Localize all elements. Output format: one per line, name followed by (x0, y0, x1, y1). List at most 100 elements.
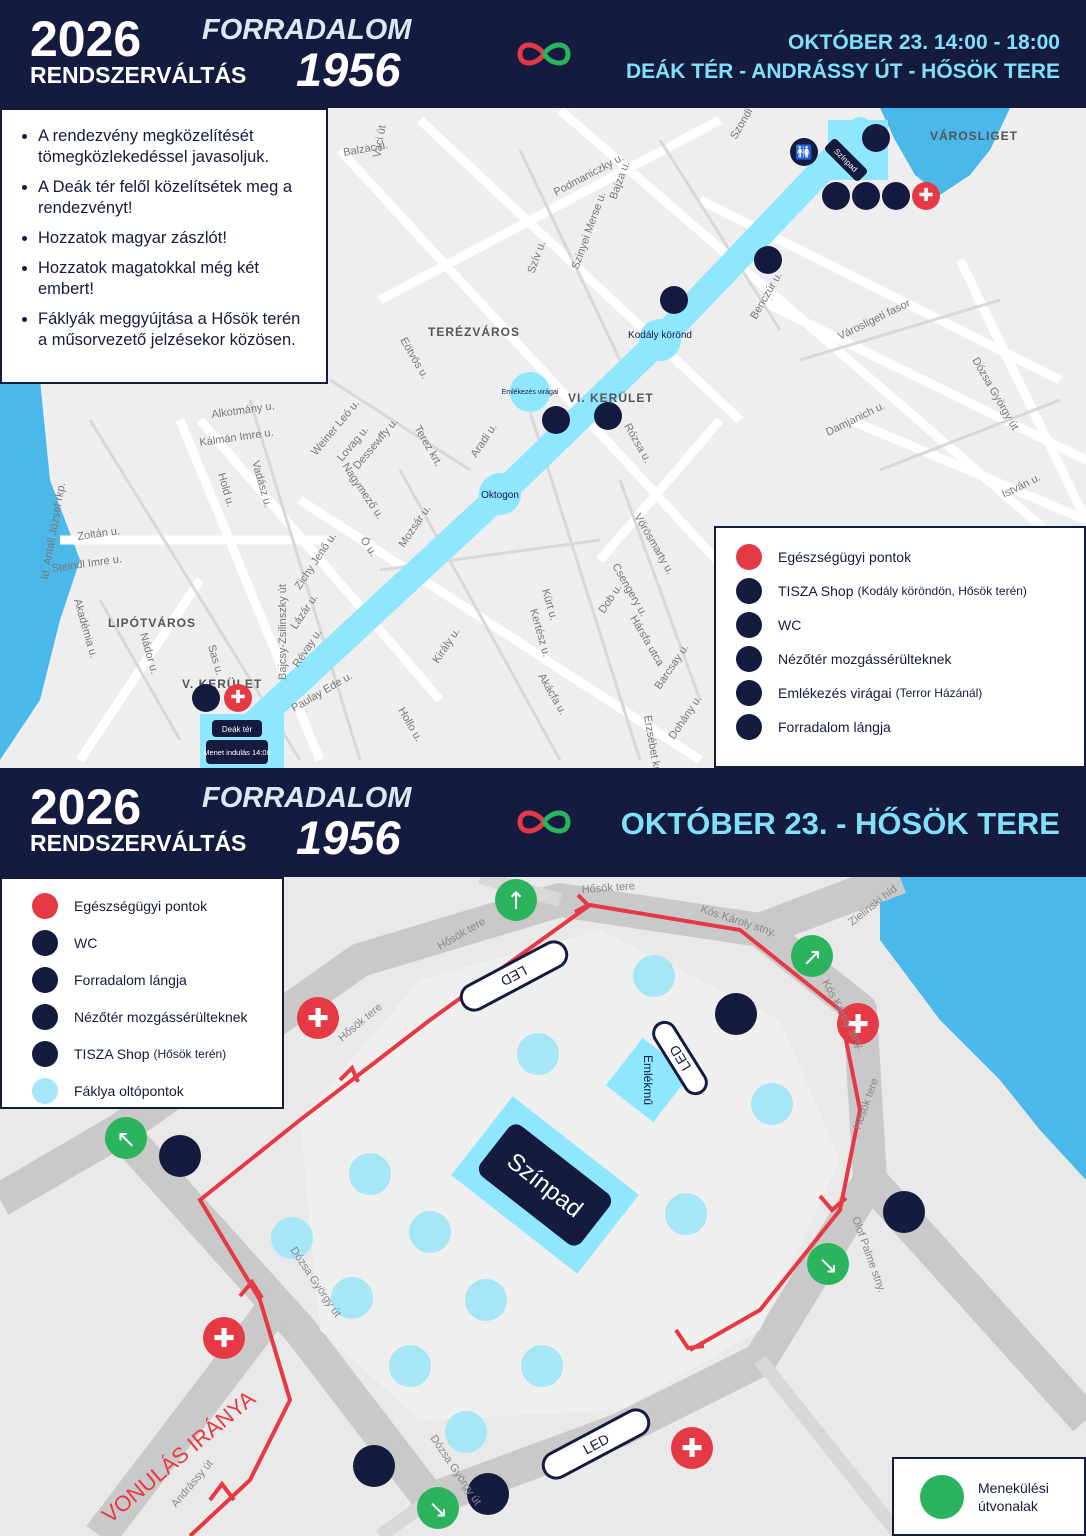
district-terezvaros: TERÉZVÁROS (428, 324, 520, 339)
wc-icon (718, 528, 762, 638)
kodaly-korond-circle (639, 319, 681, 361)
street-akademia: Akadémia u. (71, 598, 99, 660)
medical-icon (912, 182, 940, 210)
svg-text:Emlékmű: Emlékmű (641, 1055, 655, 1105)
shop-cart-icon (353, 1445, 395, 1487)
top-map-svg: VÁROSLIGET TERÉZVÁROS LIPÓTVÁROS VI. KER… (0, 108, 1086, 768)
water-drop-icon (465, 1279, 507, 1321)
water-drop-icon (521, 1345, 563, 1387)
escape-legend: Menekülési útvonalak (892, 1457, 1086, 1536)
info-notes: A rendezvény megközelítését tömegközleke… (0, 108, 328, 384)
legend-row: Emlékezés virágai(Terror Házánál) (717, 529, 1064, 710)
note-item: A rendezvény megközelítését tömegközleke… (38, 126, 308, 168)
shop-cart-icon (660, 286, 688, 314)
district-vi: VI. KERÜLET (568, 390, 654, 405)
torch-extinguish-points (271, 955, 793, 1453)
district-v: V. KERÜLET (182, 676, 262, 691)
medical-icon (837, 1003, 879, 1045)
top-date: OKTÓBER 23. 14:00 - 18:00 (788, 31, 1060, 54)
svg-text:✚: ✚ (918, 185, 933, 206)
water-drop-icon (349, 1153, 391, 1195)
escape-label: Menekülési útvonalak (978, 1479, 1049, 1514)
wheelchair-icon (467, 1473, 509, 1515)
header-subtitle: RENDSZERVÁLTÁS (30, 62, 247, 88)
wheelchair-icon (717, 528, 762, 672)
led-screen: LED (541, 1408, 651, 1480)
medical-icon (671, 1427, 713, 1469)
bottom-map: Színpad Emlékmű LED LED LED (0, 877, 1086, 1536)
legend-row: Forradalom lángja (2, 879, 252, 998)
water-drop-icon (517, 1033, 559, 1075)
top-map: VÁROSLIGET TERÉZVÁROS LIPÓTVÁROS VI. KER… (0, 108, 1086, 768)
street-szondi-1: Szondi u. (728, 108, 761, 142)
legend-row: Nézőtér mozgássérülteknek (3, 879, 252, 1035)
top-route: DEÁK TÉR - ANDRÁSSY ÚT - HŐSÖK TERE (625, 60, 1060, 83)
svg-text:↖: ↖ (116, 1125, 136, 1153)
flame-icon (2, 879, 58, 993)
legend-label: TISZA Shop (778, 583, 854, 599)
tisza-logo-icon (517, 42, 571, 66)
start-label: Menet indulás 14:00 (203, 748, 271, 757)
street-szinyei: Szinyei Merse u. (570, 191, 609, 272)
led-screen: LED (459, 940, 569, 1012)
route-arrows (208, 893, 848, 1502)
street-vaci: Vaci út (371, 124, 389, 158)
wc-icon (883, 1191, 925, 1233)
header-event: FORRADALOM (202, 782, 412, 814)
legend-label: Nézőtér mozgássérülteknek (778, 651, 952, 667)
legend-row: WC (4, 879, 252, 961)
street-mozsar: Mozsár u. (397, 503, 434, 550)
escape-arrow-icon (807, 1243, 849, 1285)
water-drop-icon (409, 1211, 451, 1253)
flower-icon (717, 529, 762, 706)
legend-label: Forradalom lángja (778, 719, 891, 735)
flame-icon (716, 528, 762, 740)
shop-cart-icon (2, 879, 58, 1067)
legend-note: (Hősök terén) (153, 1046, 227, 1061)
escape-arrow-icon (417, 1487, 459, 1529)
medical-icon (716, 528, 762, 570)
top-legend: Egészségügyi pontok TISZA Shop(Kodály kö… (714, 526, 1086, 768)
flame-icon (715, 993, 757, 1035)
legend-row: Fáklya oltópontok (2, 879, 252, 1109)
street-kiraly-1: Király u. (431, 626, 463, 666)
bottom-legend: Egészségügyi pontok WC Forradalom lángja… (0, 877, 284, 1109)
stage: Színpad (451, 1096, 639, 1274)
legend-label: Egészségügyi pontok (778, 549, 912, 565)
note-item: Fáklyák meggyújtása a Hősök terén a műso… (38, 309, 308, 351)
oktogon-circle (479, 473, 521, 515)
led-screen: LED (652, 1020, 708, 1096)
medical-icon (2, 879, 58, 919)
note-item: Hozzatok magyar zászlót! (38, 228, 308, 249)
wheelchair-icon (852, 182, 880, 210)
note-item: A Deák tér felől közelítsétek meg a rend… (38, 177, 308, 219)
escape-arrow-icon (105, 1117, 147, 1159)
header-year: 2026 (30, 11, 142, 67)
water-drop-icon (665, 1193, 707, 1235)
street-terez-krt: Terez krt. (411, 424, 444, 469)
svg-text:↘: ↘ (428, 1495, 448, 1523)
deak-pill (212, 720, 262, 737)
wc-icon (882, 182, 910, 210)
header-event: FORRADALOM (202, 14, 412, 46)
bottom-title: OKTÓBER 23. - HŐSÖK TERE (620, 806, 1060, 841)
shop-cart-icon (822, 182, 850, 210)
label-memorial: Emlékezés virágai (502, 389, 559, 396)
escape-arrow-icon (791, 935, 833, 977)
header-subtitle: RENDSZERVÁLTÁS (30, 830, 247, 856)
march-route (223, 117, 873, 753)
header-event-year: 1956 (296, 811, 401, 864)
street-fasor: Városligeti fasor (836, 297, 912, 343)
street-harsfa: Hársfa utca (627, 614, 666, 669)
legend-label: Nézőtér mozgássérülteknek (74, 1008, 248, 1025)
legend-row: WC (718, 528, 1064, 642)
legend-label: Fáklya oltópontok (74, 1082, 184, 1099)
header-event-year: 1956 (296, 43, 401, 96)
bottom-header: 2026 RENDSZERVÁLTÁS FORRADALOM 1956 OKTÓ… (0, 768, 1086, 877)
svg-text:↑: ↑ (506, 887, 526, 915)
svg-text:↗: ↗ (802, 943, 822, 971)
water-drop-icon (633, 955, 675, 997)
label-oktogon: Oktogon (481, 490, 519, 501)
legend-label: WC (74, 934, 98, 951)
legend-row: TISZA Shop(Hősök terén) (2, 879, 252, 1072)
